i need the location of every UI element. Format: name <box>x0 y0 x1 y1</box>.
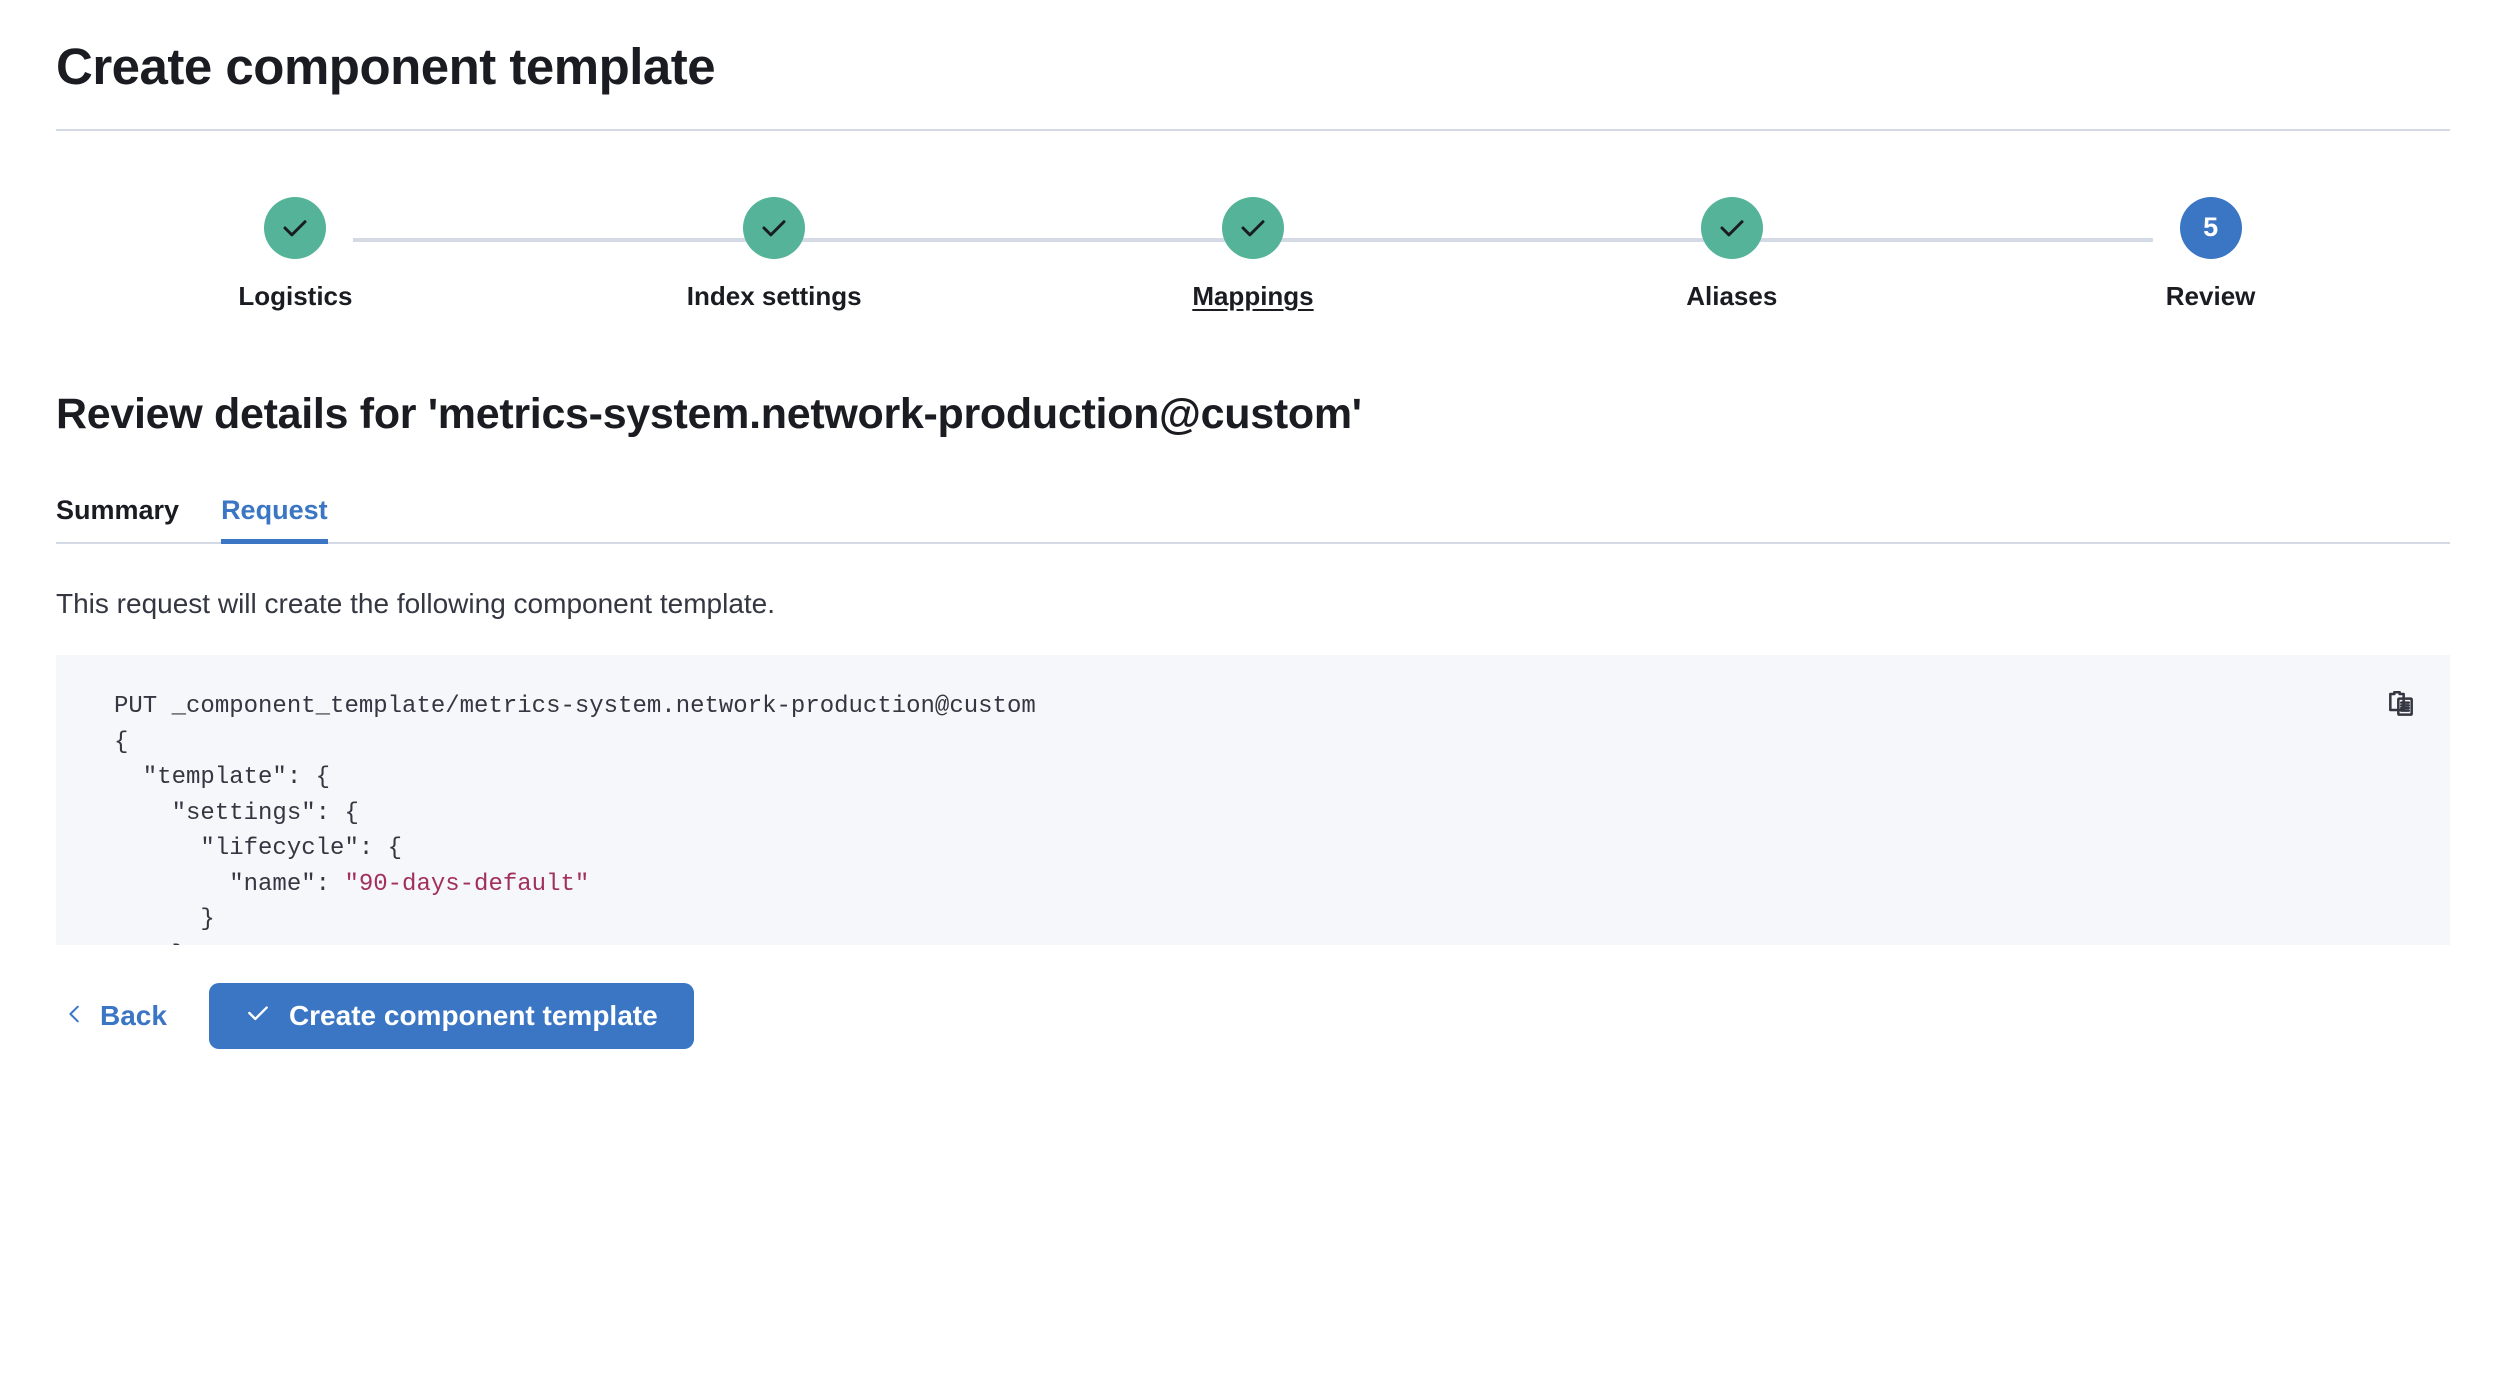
code-line-8: } <box>114 942 186 946</box>
review-tabs: Summary Request <box>56 482 2450 545</box>
step-review[interactable]: 5 Review <box>1971 196 2450 312</box>
clipboard-copy-icon[interactable] <box>2380 683 2422 725</box>
step-logistics-label: Logistics <box>238 280 353 311</box>
create-component-template-button[interactable]: Create component template <box>208 983 694 1050</box>
code-line-4: "settings": { <box>114 799 359 827</box>
request-description: This request will create the following c… <box>56 588 776 620</box>
step-aliases[interactable]: Aliases <box>1492 196 1971 312</box>
wizard-stepper: Logistics Index settings Mappings <box>56 196 2450 337</box>
tab-summary[interactable]: Summary <box>56 495 179 544</box>
check-icon <box>1717 213 1747 243</box>
header-divider <box>56 128 2450 131</box>
step-index-settings-label: Index settings <box>686 280 862 311</box>
create-component-template-label: Create component template <box>288 1000 658 1032</box>
step-index-settings-circle[interactable] <box>743 196 806 259</box>
back-button[interactable]: Back <box>56 990 175 1042</box>
step-logistics[interactable]: Logistics <box>56 196 535 312</box>
step-aliases-circle[interactable] <box>1700 196 1763 259</box>
chevron-left-icon <box>64 1000 86 1032</box>
code-line-2: { <box>114 728 129 756</box>
code-line-1: PUT _component_template/metrics-system.n… <box>114 693 1036 721</box>
check-icon <box>280 213 310 243</box>
code-line-6-key: "name": <box>114 870 345 898</box>
step-review-label: Review <box>2165 280 2256 311</box>
step-logistics-circle[interactable] <box>264 196 327 259</box>
check-icon <box>759 213 789 243</box>
code-line-3: "template": { <box>114 764 331 792</box>
request-code-content[interactable]: PUT _component_template/metrics-system.n… <box>114 689 2420 945</box>
back-button-label: Back <box>100 1000 167 1032</box>
tabs-divider <box>56 542 2450 545</box>
check-icon <box>1238 213 1268 243</box>
step-mappings-label: Mappings <box>1192 280 1314 311</box>
page-title: Create component template <box>56 38 716 95</box>
step-aliases-label: Aliases <box>1686 280 1778 311</box>
check-icon <box>245 1000 271 1033</box>
step-mappings[interactable]: Mappings <box>1014 196 1493 312</box>
wizard-footer: Back Create component template <box>56 983 2450 1050</box>
tab-request[interactable]: Request <box>221 495 328 545</box>
step-mappings-circle[interactable] <box>1221 196 1284 259</box>
step-review-number: 5 <box>2203 212 2219 243</box>
code-line-6-value: "90-days-default" <box>344 870 590 898</box>
code-line-5: "lifecycle": { <box>114 835 403 863</box>
review-heading: Review details for 'metrics-system.netwo… <box>56 389 1362 438</box>
step-review-circle[interactable]: 5 <box>2179 196 2242 259</box>
code-line-7: } <box>114 906 215 934</box>
step-index-settings[interactable]: Index settings <box>535 196 1014 312</box>
request-code-block: PUT _component_template/metrics-system.n… <box>56 655 2450 946</box>
